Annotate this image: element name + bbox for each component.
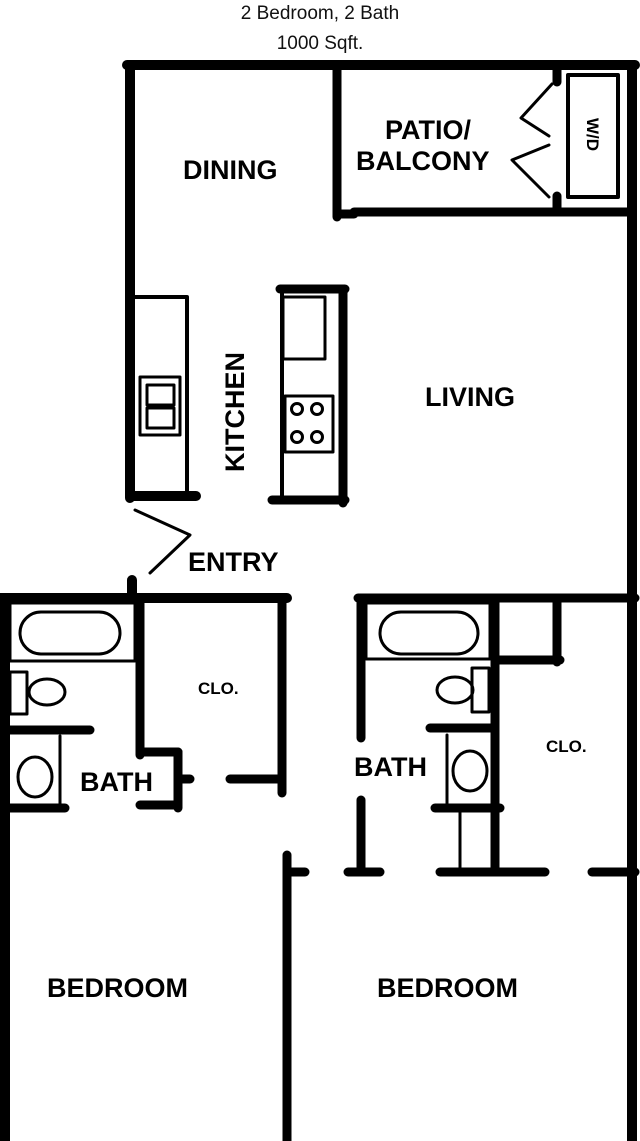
- room-label-washer-dryer: W/D: [583, 118, 602, 152]
- toilet-tank-left: [8, 670, 29, 716]
- left-bath-walls: [0, 593, 287, 813]
- unit-type-title: 2 Bedroom, 2 Bath: [240, 3, 400, 24]
- kitchen-counter-left: [133, 295, 189, 496]
- room-label-patio-line2: BALCONY: [356, 146, 490, 176]
- room-label-entry: ENTRY: [188, 547, 279, 577]
- kitchen-sink: [138, 375, 182, 437]
- bathtub-right: [378, 610, 480, 656]
- room-label-living: LIVING: [425, 382, 516, 412]
- room-label-bath-left: BATH: [80, 767, 153, 797]
- room-label-dining: DINING: [183, 155, 278, 185]
- refrigerator: [281, 295, 327, 361]
- bathtub-left-frame: [8, 601, 137, 663]
- room-label-closet-right: CLO.: [546, 737, 587, 756]
- vanity-sink-left: [16, 755, 54, 799]
- toilet-bowl-left: [27, 677, 67, 707]
- unit-area-subtitle: 1000 Sqft.: [276, 33, 364, 54]
- toilet-tank-right: [470, 666, 491, 714]
- room-label-bedroom-right: BEDROOM: [377, 973, 518, 1003]
- bifold-door: [510, 82, 554, 199]
- bathtub-left: [18, 610, 122, 656]
- vanity-sink-right: [451, 749, 489, 793]
- right-bath-walls: [353, 593, 640, 875]
- room-label-kitchen: KITCHEN: [220, 352, 250, 472]
- bedroom-walls: [282, 850, 640, 1141]
- room-label-bath-right: BATH: [354, 752, 427, 782]
- stove: [283, 394, 335, 454]
- patio-walls: [332, 60, 637, 222]
- washer-dryer-box: [566, 73, 620, 199]
- room-label-bedroom-left: BEDROOM: [47, 973, 188, 1003]
- bathtub-right-frame: [364, 601, 492, 661]
- entry-door: [133, 508, 192, 575]
- room-label-patio-line1: PATIO/: [385, 115, 471, 145]
- room-label-closet-left: CLO.: [198, 679, 239, 698]
- toilet-bowl-right: [435, 675, 475, 705]
